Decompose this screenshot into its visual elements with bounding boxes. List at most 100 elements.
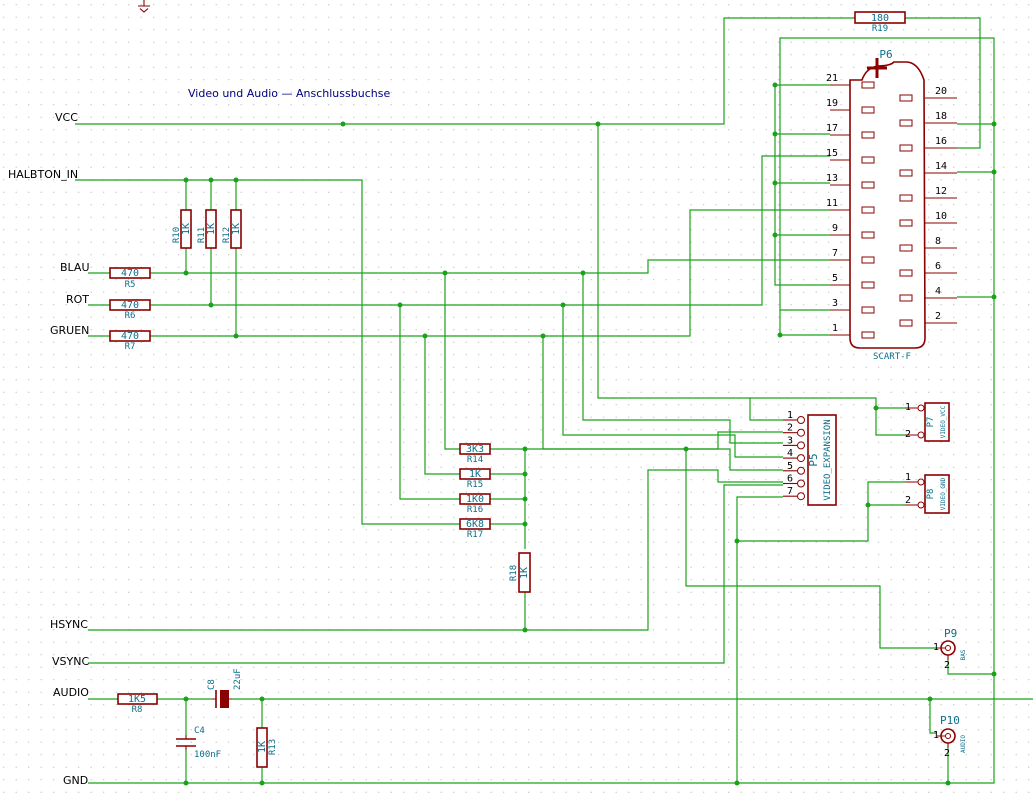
resistor-r6[interactable]: 470 R6	[109, 299, 151, 321]
scart-pin-number: 10	[935, 211, 947, 222]
scart-pin-number: 16	[935, 136, 947, 147]
net-label-audio: AUDIO	[53, 686, 89, 699]
scart-pin-number: 8	[935, 236, 941, 247]
net-label-hsync: HSYNC	[50, 618, 88, 631]
scart-pin-number: 20	[935, 86, 947, 97]
scart-pin-number: 12	[935, 186, 947, 197]
scart-pin: 5	[830, 273, 875, 289]
scart-pin-number: 4	[935, 286, 941, 297]
scart-pin-number: 21	[826, 73, 838, 84]
svg-text:470: 470	[121, 268, 139, 279]
net-label-vsync: VSYNC	[52, 655, 89, 668]
svg-text:1: 1	[933, 642, 939, 653]
resistor-r12[interactable]: 1K R12	[222, 209, 242, 249]
p5-pin-number: 2	[787, 423, 793, 434]
resistor-r11[interactable]: 1K R11	[197, 209, 217, 249]
video-gnd-connector-p8[interactable]: 1 2 P8 VIDEO_GND	[905, 472, 950, 514]
scart-pin: 1	[830, 323, 875, 339]
svg-text:1: 1	[905, 472, 911, 483]
svg-text:BAS: BAS	[960, 649, 967, 660]
resistor-r15[interactable]: 1K R15	[459, 468, 491, 490]
svg-text:1K: 1K	[257, 741, 268, 753]
capacitor-c8[interactable]: C8 22uF	[207, 668, 243, 708]
capacitor-c4[interactable]: C4 100nF	[176, 726, 221, 760]
svg-text:1: 1	[905, 402, 911, 413]
sheet-title: Video und Audio — Anschlussbuchse	[188, 87, 390, 100]
svg-text:6K8: 6K8	[466, 519, 484, 530]
resistor-r16[interactable]: 1K0 R16	[459, 493, 491, 515]
svg-text:1K: 1K	[181, 223, 192, 235]
svg-text:1K: 1K	[231, 223, 242, 235]
svg-text:P10: P10	[940, 714, 960, 727]
svg-text:2: 2	[944, 748, 950, 759]
resistor-r19[interactable]: 180 R19	[854, 11, 906, 34]
resistor-r14[interactable]: 3K3 R14	[459, 443, 491, 465]
p5-pin: 2	[783, 423, 805, 437]
scart-pin: 17	[826, 123, 875, 139]
resistor-r17[interactable]: 6K8 R17	[459, 518, 491, 540]
audio-connector-p10[interactable]: 1 2 P10 AUDIO	[933, 714, 967, 759]
svg-text:R5: R5	[125, 280, 136, 290]
scart-pin-number: 3	[832, 298, 838, 309]
resistor-r13[interactable]: 1K R13	[256, 727, 278, 768]
svg-text:C8: C8	[207, 679, 217, 690]
resistor-r5[interactable]: 470 R5	[109, 267, 151, 290]
scart-pin-number: 14	[935, 161, 947, 172]
svg-text:1: 1	[933, 730, 939, 741]
scart-pin-number: 13	[826, 173, 838, 184]
svg-text:R17: R17	[467, 530, 483, 540]
ground-symbol	[138, 0, 150, 13]
svg-text:R12: R12	[222, 227, 232, 243]
p5-pin: 3	[783, 435, 805, 450]
scart-pin: 6	[899, 261, 957, 277]
svg-text:R18: R18	[509, 565, 519, 581]
resistor-r7[interactable]: 470 R7	[109, 330, 151, 352]
svg-text:R8: R8	[132, 705, 143, 715]
bas-connector-p9[interactable]: 1 2 P9 BAS	[933, 627, 967, 671]
svg-text:R15: R15	[467, 480, 483, 490]
scart-pin-number: 9	[832, 223, 838, 234]
scart-pin-number: 19	[826, 98, 838, 109]
scart-pin: 8	[899, 236, 957, 252]
svg-text:P9: P9	[944, 627, 957, 640]
svg-text:2: 2	[944, 660, 950, 671]
p5-pin-number: 1	[787, 410, 793, 421]
p5-pin-number: 3	[787, 435, 793, 446]
svg-text:100nF: 100nF	[194, 750, 221, 760]
svg-text:R11: R11	[197, 227, 207, 243]
junctions	[183, 82, 997, 786]
p5-pin: 4	[783, 448, 805, 463]
resistor-r8[interactable]: 1K5 R8	[117, 693, 158, 715]
svg-text:470: 470	[121, 300, 139, 311]
p5-pin-number: 5	[787, 461, 793, 472]
svg-text:R13: R13	[268, 739, 278, 755]
p5-pin-number: 7	[787, 486, 793, 497]
p5-pin: 7	[783, 486, 805, 501]
net-label-vcc: VCC	[55, 111, 78, 124]
svg-text:3K3: 3K3	[466, 444, 484, 455]
net-label-gruen: GRUEN	[50, 324, 89, 337]
svg-text:1K: 1K	[469, 469, 481, 480]
scart-pin: 2	[899, 311, 957, 327]
wires	[75, 17, 1033, 784]
scart-pin-number: 5	[832, 273, 838, 284]
resistor-r10[interactable]: 1K R10	[172, 209, 192, 249]
net-labels: VCC HALBTON_IN BLAU ROT GRUEN HSYNC VSYN…	[8, 111, 90, 787]
scart-pin: 15	[826, 148, 875, 164]
video-vcc-connector-p7[interactable]: 1 2 P7 VIDEO_VCC	[905, 402, 950, 442]
scart-pin: 20	[899, 86, 957, 102]
resistor-r18[interactable]: 1K R18	[509, 552, 531, 593]
scart-pin-number: 2	[935, 311, 941, 322]
svg-text:P7: P7	[926, 417, 936, 428]
p5-pin-number: 4	[787, 448, 793, 459]
net-label-blau: BLAU	[60, 261, 90, 274]
scart-pin: 21	[826, 73, 875, 89]
scart-pin: 9	[830, 223, 875, 239]
svg-text:R6: R6	[125, 311, 136, 321]
svg-text:470: 470	[121, 331, 139, 342]
net-label-halbton-in: HALBTON_IN	[8, 168, 78, 181]
svg-text:1K: 1K	[206, 223, 217, 235]
